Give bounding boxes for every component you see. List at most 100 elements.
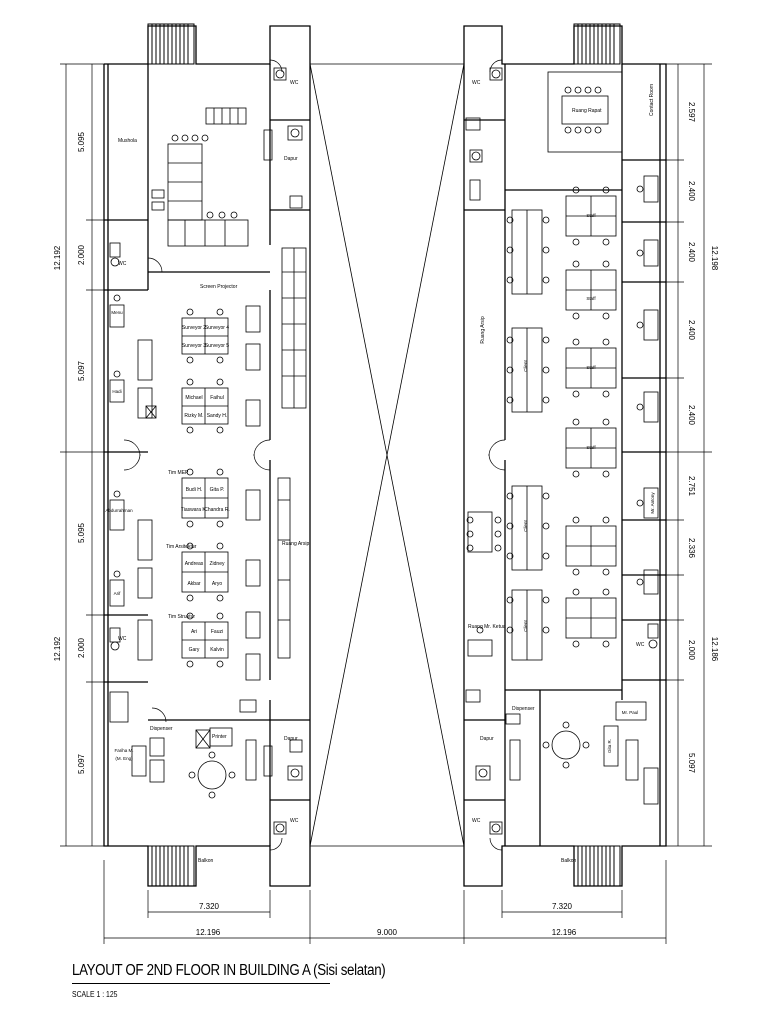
desk-hadi: Hadi <box>112 389 121 394</box>
desk-surveyor-4: Surveyor 4 <box>205 325 229 331</box>
stairs-top-right <box>573 23 621 65</box>
dim-bottom-center: 9.000 <box>377 928 398 937</box>
desk-gita: Gita P. <box>210 487 225 493</box>
desk-tiaswara: Tiaswara K. <box>181 507 207 513</box>
left-top-workstations <box>151 107 249 247</box>
desk-abdurrahman: Abdurrahman <box>105 508 133 513</box>
label-tim-mep: Tim MEP <box>168 470 189 476</box>
label-ruang-rapat: Ruang Rapat <box>572 108 602 114</box>
desk-labels: Surveyor 2 Surveyor 4 Surveyor 3 Surveyo… <box>181 325 230 653</box>
left-wing-walls <box>103 25 311 887</box>
desk-rizky: Rizky M. <box>184 413 203 419</box>
label-wc-left-top: WC <box>290 80 299 86</box>
desk-fauzi: Fauzi <box>211 629 223 635</box>
desk-client-1: Client <box>523 360 528 372</box>
room-labels: Mushola WC WC WC WC WC WC WC Dapur Dapur… <box>118 80 645 864</box>
desk-budi: Budi H. <box>186 487 202 493</box>
label-dispenser-left: Dispenser <box>150 726 173 732</box>
drawing-title: LAYOUT OF 2ND FLOOR IN BUILDING A (Sisi … <box>72 962 386 979</box>
label-balkon-left: Balkon <box>198 858 214 864</box>
dim-right-total-2: 12.186 <box>710 637 719 662</box>
label-wc-left-bottom: WC <box>290 818 299 824</box>
left-wc-fixtures <box>109 67 303 835</box>
desk-menu: Menu <box>111 310 123 315</box>
label-ruang-mr-ketua: Ruang Mr. Ketua <box>468 624 506 630</box>
desk-sandy: Sandy H. <box>207 413 228 419</box>
dim-left-6: 5.097 <box>77 753 86 774</box>
dim-right-5: 2.400 <box>687 405 696 426</box>
right-wing-walls <box>463 25 667 887</box>
desk-mr-paul: Mr. Paul <box>622 710 639 715</box>
door-swings <box>123 59 506 851</box>
label-ruang-arsip-right: Ruang Arsip <box>480 316 486 343</box>
right-dimension-labels: 2.597 2.400 2.400 2.400 2.400 2.751 2.33… <box>687 102 719 774</box>
desk-chandra: Chandra R. <box>204 507 230 513</box>
label-printer: Printer <box>212 734 227 740</box>
dim-bottom-left-inner: 7.320 <box>199 902 220 911</box>
desk-staff-3: Staff <box>586 365 596 370</box>
atrium-void <box>309 63 465 847</box>
dim-right-6: 2.751 <box>687 476 696 497</box>
desk-fariha: Fariha M. <box>114 748 133 753</box>
stairs-bottom-left <box>147 845 195 887</box>
rotated-room-labels: Contact Room Ruang Arsip <box>480 84 655 344</box>
label-mushola: Mushola <box>118 138 137 144</box>
dim-left-total-1: 12.192 <box>53 245 62 270</box>
dim-left-2: 2.000 <box>77 244 86 265</box>
dim-right-9: 5.097 <box>687 753 696 774</box>
label-tim-arsitektur: Tim Arsitektur <box>166 544 197 550</box>
label-wc-left-3: WC <box>118 636 127 642</box>
dim-right-total-1: 12.198 <box>710 246 719 271</box>
dim-right-3: 2.400 <box>687 242 696 263</box>
desk-andreas: Andreas <box>185 561 204 567</box>
label-tim-struktur: Tim Struktur <box>168 614 195 620</box>
dim-right-7: 2.336 <box>687 538 696 559</box>
desk-fariha-role: (M. Eng) <box>115 756 133 761</box>
desk-surveyor-3: Surveyor 3 <box>182 343 206 349</box>
label-dapur-left-bottom: Dapur <box>284 736 298 742</box>
desk-kalvin: Kalvin <box>210 647 224 653</box>
desk-client-3: Client <box>523 620 528 632</box>
dim-left-5: 2.000 <box>77 637 86 658</box>
desk-client-2: Client <box>523 520 528 532</box>
drawing-scale: SCALE 1 : 125 <box>72 990 118 999</box>
label-wc-right-top: WC <box>472 80 481 86</box>
dim-left-1: 5.095 <box>77 131 86 152</box>
left-column-desks <box>109 294 257 799</box>
desk-gary: Gary <box>189 647 200 653</box>
label-ruang-arsip-left: Ruang Arsip <box>282 541 309 547</box>
right-wc-fixtures <box>465 67 503 835</box>
stairs-bottom-right <box>573 845 621 887</box>
label-dapur-left-top: Dapur <box>284 156 298 162</box>
dim-left-total-2: 12.192 <box>53 636 62 661</box>
desk-aryo: Aryo <box>212 581 223 587</box>
desk-faihul: Faihul <box>210 395 224 401</box>
desk-akbar: Akbar <box>187 581 200 587</box>
side-desk-labels: Menu Hadi Abdurrahman Arif Fariha M. (M.… <box>105 213 638 761</box>
left-office-tables <box>137 247 307 681</box>
label-wc-left-2: WC <box>118 261 127 267</box>
desk-staff-2: Staff <box>586 296 596 301</box>
desk-ari: Ari <box>191 629 197 635</box>
right-meeting-table <box>547 71 623 153</box>
desk-surveyor-2: Surveyor 2 <box>182 325 206 331</box>
dim-right-2: 2.400 <box>687 181 696 202</box>
dim-left-4: 5.095 <box>77 522 86 543</box>
left-dimension-labels: 5.095 2.000 5.097 5.095 2.000 5.097 12.1… <box>53 131 86 774</box>
label-dispenser-right: Dispenser <box>512 706 535 712</box>
dim-right-1: 2.597 <box>687 102 696 123</box>
title-underline <box>72 983 330 984</box>
desk-staff-1: Staff <box>586 213 596 218</box>
stairs-top-left <box>147 23 195 65</box>
label-wc-right-bottom: WC <box>472 818 481 824</box>
desk-michael: Michael <box>185 395 202 401</box>
desk-arif: Arif <box>114 591 121 596</box>
dim-right-4: 2.400 <box>687 320 696 341</box>
desk-zidney: Zidney <box>209 561 225 567</box>
desk-gita-r: Gita R. <box>607 739 612 753</box>
right-column-desks <box>466 175 659 805</box>
right-workstations <box>506 186 617 661</box>
label-dapur-right-bottom: Dapur <box>480 736 494 742</box>
dimension-lines <box>60 63 712 944</box>
